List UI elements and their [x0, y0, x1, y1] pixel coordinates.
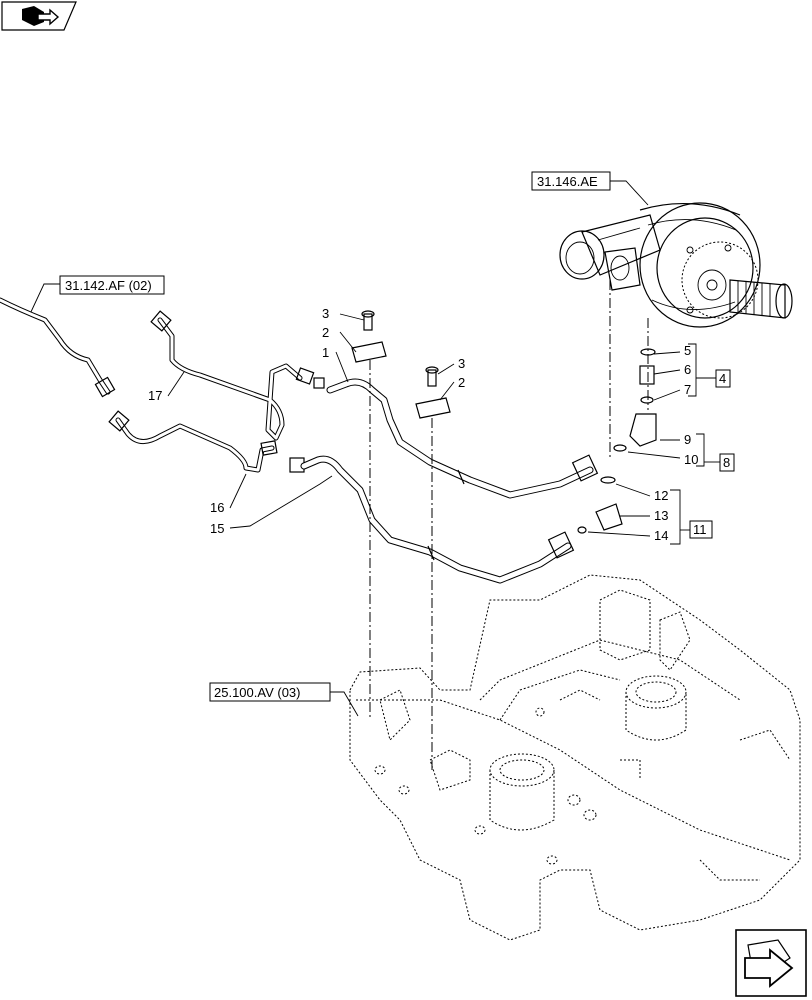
callout-9: 9: [684, 432, 691, 447]
svg-text:8: 8: [723, 455, 730, 470]
callout-16: 16: [210, 500, 224, 515]
leader-lines: [167, 313, 720, 545]
ref-box-25-100-av[interactable]: 25.100.AV (03): [209, 682, 331, 702]
ref-box-31-142-af[interactable]: 31.142.AF (02): [59, 275, 165, 295]
callout-13: 13: [654, 508, 668, 523]
svg-text:31.146.AE: 31.146.AE: [537, 174, 598, 189]
group-box-8[interactable]: 8: [719, 453, 735, 472]
clamp-left: [351, 310, 387, 363]
callout-1: 1: [322, 345, 329, 360]
callout-2b: 2: [458, 375, 465, 390]
callout-12: 12: [654, 488, 668, 503]
callout-labels: 1 2 3 3 2 5 6 7 9 10 12 13 14 15 16 17: [148, 306, 698, 543]
callout-5: 5: [684, 343, 691, 358]
svg-text:31.142.AF (02): 31.142.AF (02): [65, 278, 152, 293]
callout-2a: 2: [322, 325, 329, 340]
callout-14: 14: [654, 528, 668, 543]
svg-text:25.100.AV (03): 25.100.AV (03): [214, 685, 300, 700]
callout-3b: 3: [458, 356, 465, 371]
axle-frame: [349, 574, 801, 941]
svg-text:11: 11: [693, 522, 707, 537]
book-arrow-icon[interactable]: [1, 1, 77, 31]
left-tube: [0, 297, 116, 398]
drive-assembly: [559, 202, 793, 328]
callout-6: 6: [684, 362, 691, 377]
hose-15: [300, 455, 575, 584]
callout-15: 15: [210, 521, 224, 536]
clamp-right: [415, 366, 451, 419]
tube-15-16: [108, 410, 305, 473]
svg-text:4: 4: [719, 371, 726, 386]
hose-1: [326, 378, 599, 499]
tube-17: [150, 310, 325, 441]
next-page-arrow-icon[interactable]: [735, 929, 807, 997]
ref-box-31-146-ae[interactable]: 31.146.AE: [531, 171, 611, 191]
callout-3a: 3: [322, 306, 329, 321]
callout-10: 10: [684, 452, 698, 467]
group-box-4[interactable]: 4: [715, 369, 731, 388]
group-box-11[interactable]: 11: [689, 520, 713, 539]
callout-7: 7: [684, 382, 691, 397]
callout-17: 17: [148, 388, 162, 403]
fittings-group: [577, 348, 657, 534]
